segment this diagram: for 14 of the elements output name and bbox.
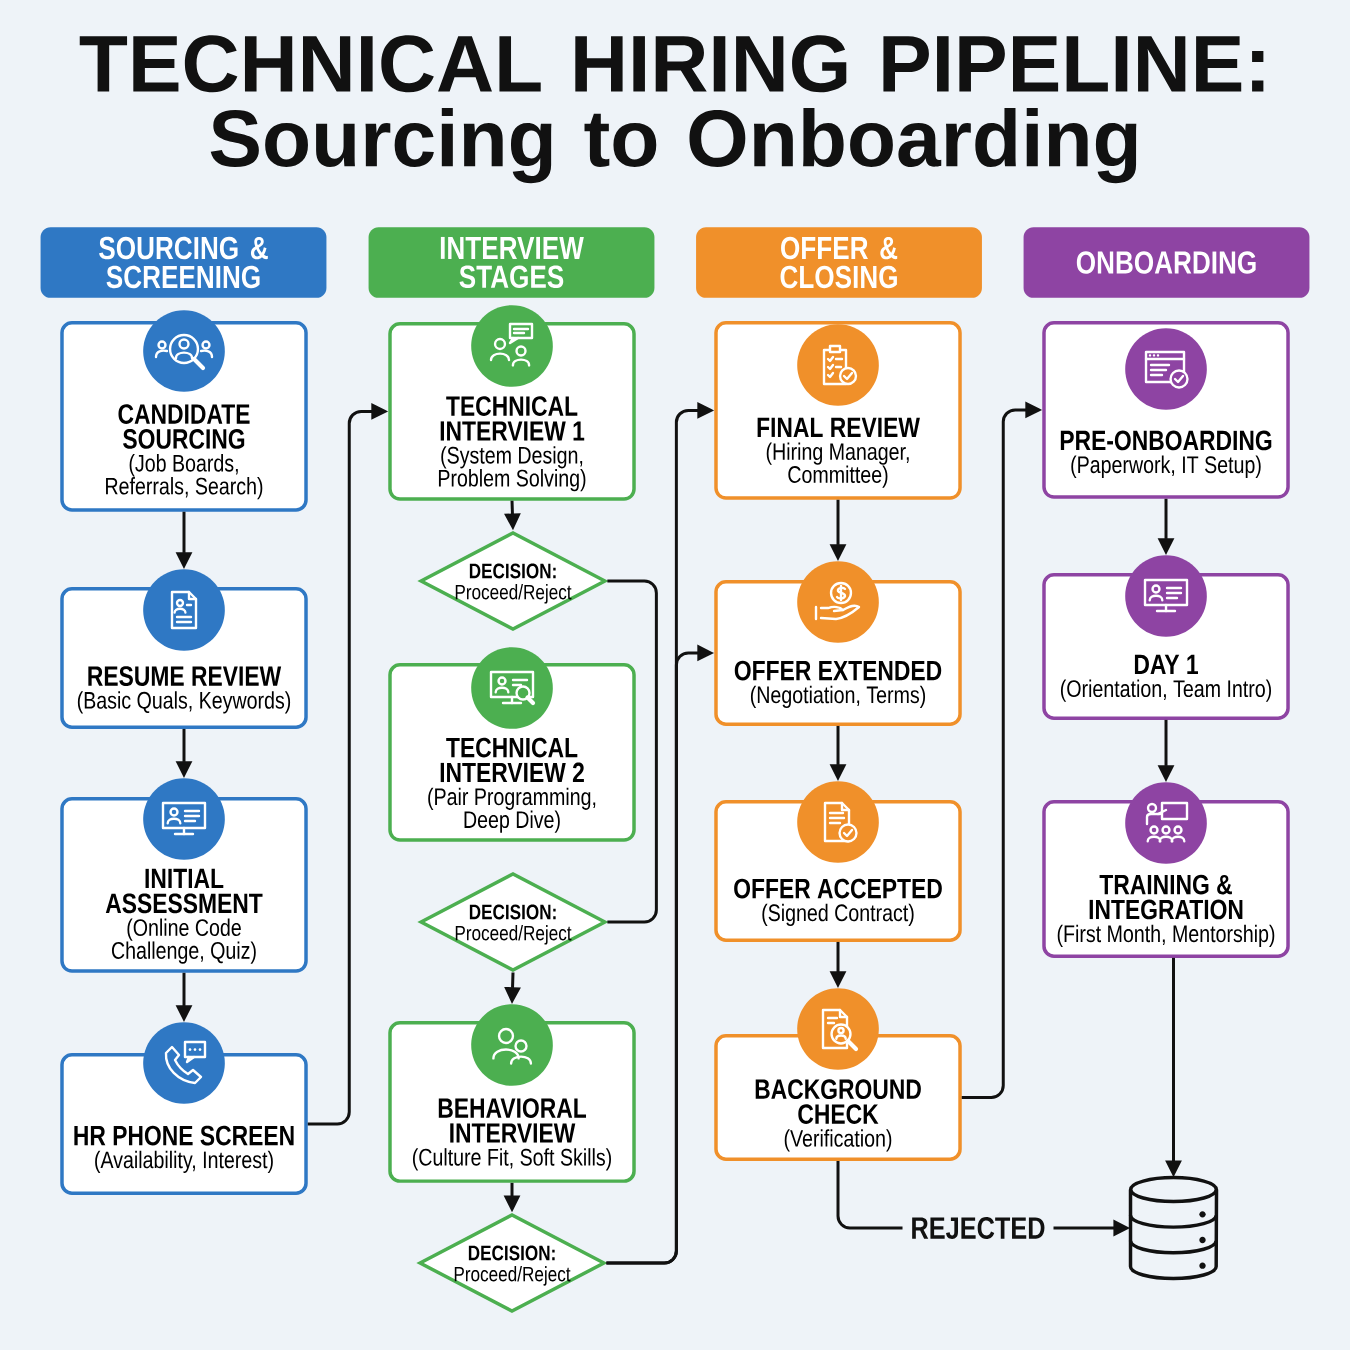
process-box: INITIAL ASSESSMENT (Online Code Challenge, Quiz) [60, 797, 308, 973]
title: TECHNICAL HIRING PIPELINE: Sourcing to Onboarding [79, 35, 1264, 184]
column-header: INTERVIEW STAGES [368, 227, 655, 298]
process-box: HR PHONE SCREEN (Availability, Interest) [60, 1053, 308, 1195]
process-box: BACKGROUND CHECK (Verification) [714, 1034, 962, 1161]
process-box: TECHNICAL INTERVIEW 1 (System Design, Problem Solving) [388, 322, 636, 501]
process-box: TECHNICAL INTERVIEW 2 (Pair Programming, Deep Dive) [388, 663, 636, 842]
edge-label: REJECTED [902, 1213, 1054, 1243]
column-header: SOURCING & SCREENING [40, 227, 327, 298]
connector-line [607, 579, 658, 924]
column-header: ONBOARDING [1023, 227, 1310, 298]
column-header: OFFER & CLOSING [696, 227, 982, 298]
process-box: CANDIDATE SOURCING (Job Boards, Referrals, Search) [60, 321, 308, 512]
database-cylinder [1128, 1175, 1219, 1281]
